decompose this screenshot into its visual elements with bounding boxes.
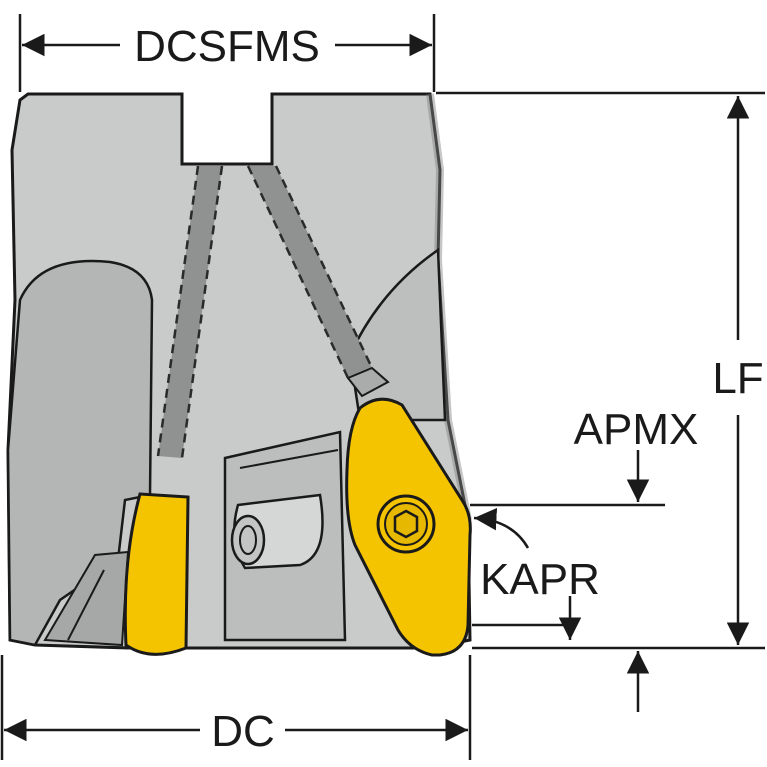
coolant-nozzle bbox=[346, 366, 390, 398]
hex-socket-icon bbox=[393, 509, 419, 539]
label-dc: DC bbox=[211, 707, 275, 756]
clamp-screw bbox=[230, 514, 266, 566]
kapr-leader bbox=[473, 507, 530, 549]
insert-left bbox=[123, 492, 190, 656]
label-dcsfms: DCSFMS bbox=[134, 22, 320, 71]
label-kapr: KAPR bbox=[480, 555, 600, 604]
cutter-body bbox=[6, 92, 472, 650]
coolant-channels bbox=[156, 165, 390, 459]
label-lf: LF bbox=[712, 354, 763, 403]
coolant-channel-left bbox=[158, 166, 222, 458]
coolant-channel-right bbox=[248, 166, 372, 378]
dimension-labels: DCSFMS LF APMX KAPR DC bbox=[134, 22, 764, 756]
inserts bbox=[123, 397, 472, 657]
flute-pocket-left bbox=[6, 259, 154, 647]
label-apmx: APMX bbox=[574, 405, 699, 454]
dimensions bbox=[0, 14, 765, 760]
